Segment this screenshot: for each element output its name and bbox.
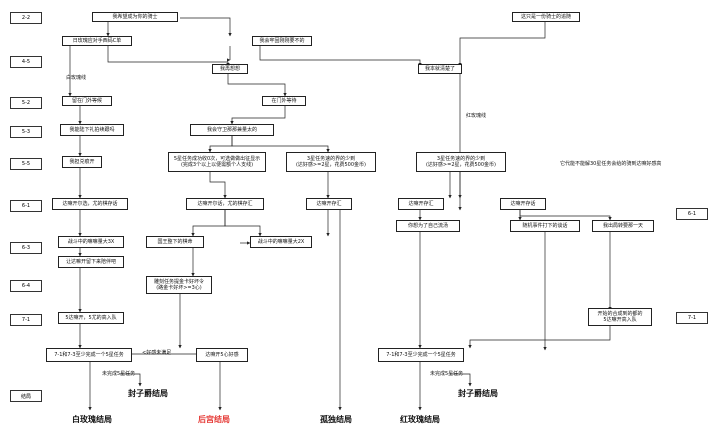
node-lobby-left: 我能陆下礼拍续跟吗 [60,124,124,136]
ending-lonely: 孤独结局 [320,415,352,424]
label-fail-right: 未完成5星任务 [430,371,464,377]
node-mag: 日玫瑰应对手西码C单 [62,36,132,46]
node-5-mid1: 5星任务成功收0次，可选做做出征显示 (完成3个以上以便需额个人支线) [168,152,266,172]
chapter-marker-right: 7-1 [676,312,708,324]
note-right: 它代能不能解30星任务会给的骑到达嘛好感高 [560,161,662,167]
node-64-a: 雕刻任务提金卡好坏令 (路金卡好坏>=3心) [146,276,212,294]
chapter-marker: 6-3 [10,242,42,254]
node-63-e: 随机事件打下的谈话 [510,220,580,232]
node-6-d: 达嘛开存汇 [398,198,444,210]
ending-red-rose: 红玫瑰结局 [400,415,440,424]
node-gate: 在门外等待 [262,96,306,106]
route-label-red: 红玫瑰线 [466,113,487,119]
node-63-c: 战斗中的嘛嘛量大2X [250,236,312,248]
node-63-a: 战斗中的嘛嘛量大3X [58,236,124,248]
chapter-marker: 6-4 [10,280,42,292]
route-label-white: 白玫瑰线 [66,75,87,81]
chapter-marker: 6-1 [10,200,42,212]
node-5-left: 我担兑痕开 [62,156,102,168]
node-6-c: 达嘛开存汇 [306,198,352,210]
node-right-top: 这只是一份骑士的追随 [512,12,580,22]
ending-viscount-right: 封子爵结局 [458,389,498,398]
node-5-mid2: 3星任务速的界的少到 (达好感>=2星，花费500金币) [286,152,376,172]
label-good: <好感未满足 [142,350,172,356]
node-63-b: 国王整下的棋命 [146,236,204,248]
node-71-a: 5达嘛开，5尤的高入队 [58,312,124,324]
node-leave: 留在门外等候 [62,96,112,106]
node-72-a: 7-1和7-3至少完成一个5星任务 [46,348,132,362]
ending-viscount-left: 封子爵结局 [128,389,168,398]
node-6-a: 达嘛开尔选，尤的棋存话 [52,198,128,210]
chapter-marker: 7-1 [10,314,42,326]
chapter-marker: 4-5 [10,56,42,68]
node-top: 我希望成为你的骑士 [92,12,178,22]
node-6-b: 达嘛开尔话，尤的棋存汇 [186,198,264,210]
chapter-marker-right: 6-1 [676,208,708,220]
ending-harem: 后宫结局 [198,415,230,424]
chapter-marker: 2-2 [10,12,42,24]
ending-white-rose: 白玫瑰结局 [72,415,112,424]
node-72-b: 达嘛开5心好感 [196,348,248,362]
node-5-right: 3星任务速的界的少到 (达好感>=2星，花费500金币) [416,152,506,172]
node-63-d: 你想为了自己流汤 [396,220,460,232]
node-72-c: 7-1和7-3至少完成一个5星任务 [378,348,464,362]
node-already: 我本就清楚了 [418,64,462,74]
node-white-think: 我再想想 [212,64,248,74]
ending-marker: 结局 [10,390,42,402]
node-63-f: 我出局转要那一天 [592,220,654,232]
label-fail-left: 未完成5星任务 [102,371,136,377]
chapter-marker: 5-2 [10,97,42,109]
chapter-marker: 5-3 [10,126,42,138]
chapter-marker: 5-5 [10,158,42,170]
node-think: 我会牢固刚刚要不的 [252,36,312,46]
node-71-b: 开始的合成到的都的 5达嘛开高入队 [588,308,652,326]
node-lobby-mid: 我会守卫那那兼量太的 [190,124,274,136]
node-6-e: 达嘛开存话 [500,198,546,210]
node-63-g: 让达嘛开留下来陪伴吧 [58,256,124,268]
